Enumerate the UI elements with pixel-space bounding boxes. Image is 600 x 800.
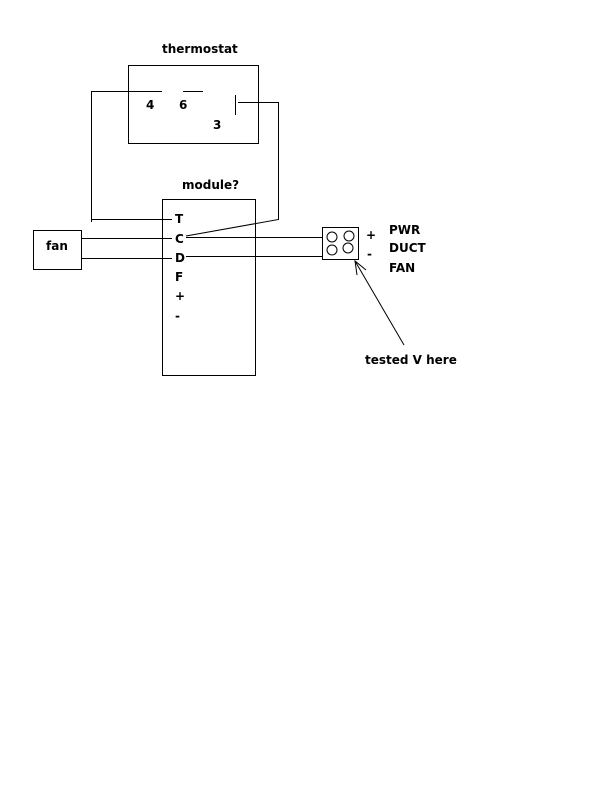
thermostat-box	[128, 65, 259, 144]
annotation-arrow-shaft	[354, 260, 405, 346]
connector-label-fan: FAN	[389, 261, 415, 275]
annotation-text: tested V here	[365, 353, 457, 367]
wire-thermostat-4-to-t	[91, 91, 172, 220]
connector-box	[322, 227, 359, 260]
connector-plus-label: +	[366, 228, 376, 242]
module-title: module?	[182, 178, 239, 192]
connector-label-pwr: PWR	[389, 223, 420, 237]
thermostat-title: thermostat	[162, 42, 238, 56]
wire-thermostat-3-to-c	[185, 102, 279, 237]
module-terminal-t: T	[175, 212, 184, 226]
module-terminal-c: C	[175, 232, 184, 246]
annotation-arrow-head	[354, 259, 367, 276]
module-box	[162, 199, 256, 376]
connector-pin-2	[343, 230, 355, 242]
module-terminal-d: D	[175, 251, 185, 265]
module-terminal-minus: -	[175, 309, 180, 323]
connector-pin-4	[342, 242, 354, 254]
connector-label-duct: DUCT	[389, 241, 427, 255]
module-terminal-plus: +	[175, 289, 185, 303]
thermostat-terminal-4: 4	[146, 98, 154, 112]
thermostat-terminal-6: 6	[179, 98, 187, 112]
thermostat-terminal-3: 3	[213, 118, 221, 132]
connector-pin-3	[326, 244, 338, 256]
module-terminal-f: F	[175, 270, 183, 284]
fan-label: fan	[46, 239, 68, 253]
connector-minus-label: -	[367, 247, 372, 261]
fan-box	[33, 230, 82, 270]
connector-pin-1	[326, 231, 338, 243]
